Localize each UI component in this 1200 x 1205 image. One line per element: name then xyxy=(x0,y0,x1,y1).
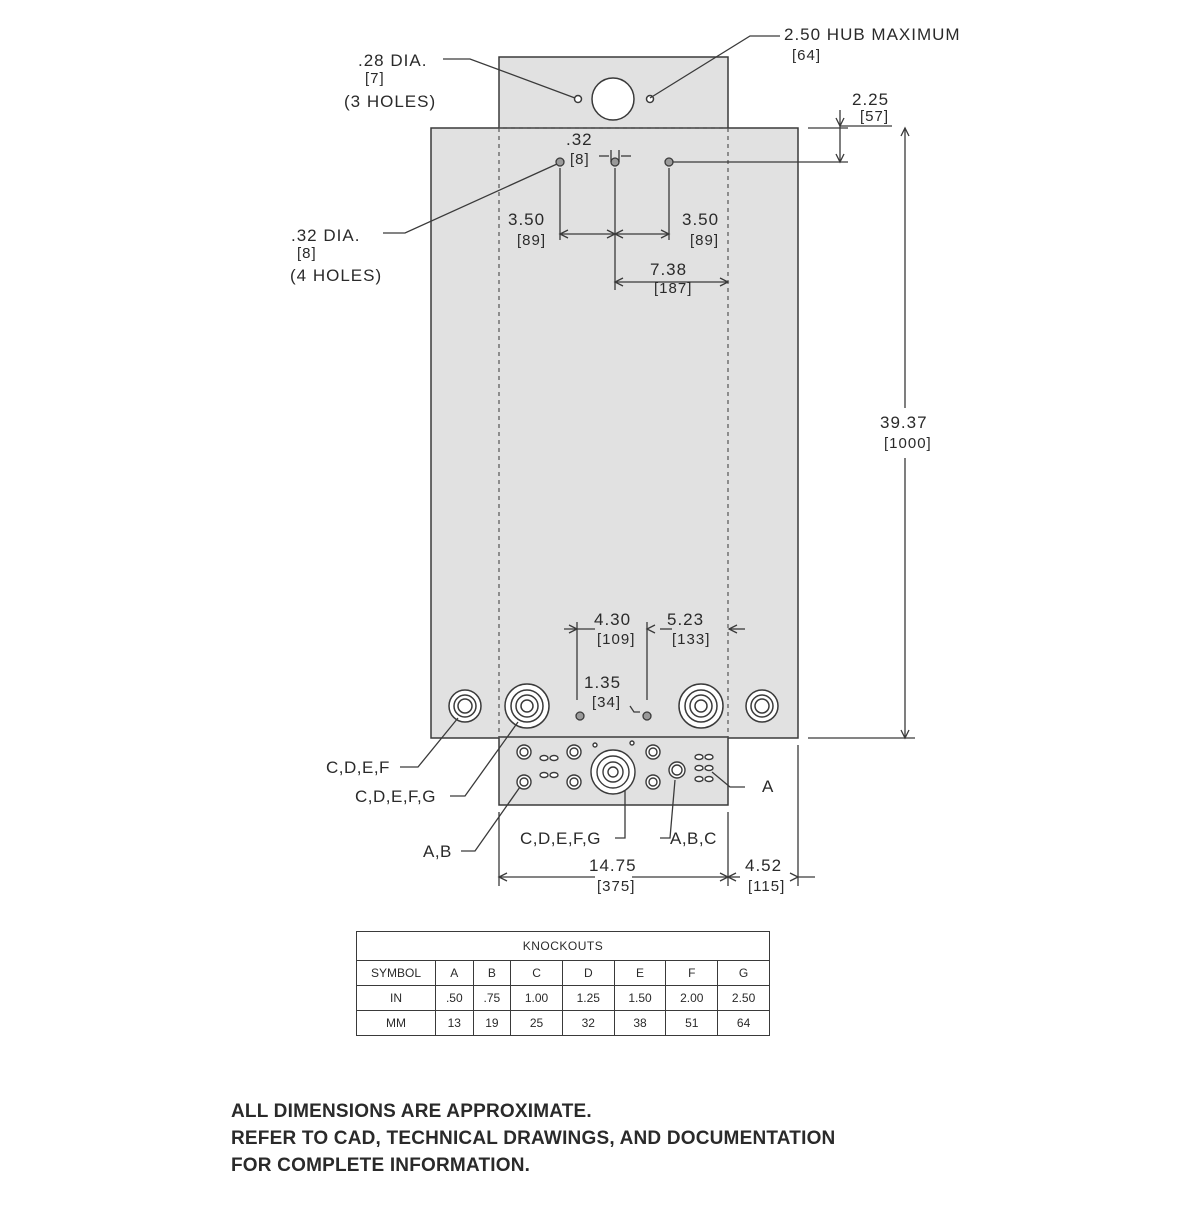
table-cell: 38 xyxy=(613,1010,667,1036)
table-cell: .50 xyxy=(435,985,474,1011)
bottom-right-label: 5.23 xyxy=(667,610,704,629)
table-header-cell: C xyxy=(510,960,563,986)
knockout-right-outer xyxy=(745,689,779,723)
endwall-knockouts xyxy=(516,740,714,795)
bottom-right-mm: [133] xyxy=(672,631,710,648)
table-title: KNOCKOUTS xyxy=(356,931,770,961)
knockouts-table: KNOCKOUTS SYMBOL A B C D E F G IN .50 .7… xyxy=(356,931,770,1036)
note-line: REFER TO CAD, TECHNICAL DRAWINGS, AND DO… xyxy=(231,1128,836,1149)
mount-hole-count-label: (3 HOLES) xyxy=(344,92,436,111)
overall-height-label: 39.37 xyxy=(880,413,928,432)
bottom-small-label: 1.35 xyxy=(584,673,621,692)
table-cell: 2.00 xyxy=(665,985,719,1011)
table-cell: MM xyxy=(356,1010,436,1036)
center-to-edge-mm: [187] xyxy=(654,280,692,297)
table-cell: 25 xyxy=(510,1010,563,1036)
table-cell: 64 xyxy=(717,1010,770,1036)
bottom-small-mm: [34] xyxy=(592,694,621,711)
bolt-holes xyxy=(555,157,674,721)
table-header-cell: F xyxy=(665,960,719,986)
bolt-hole-count-label: (4 HOLES) xyxy=(290,266,382,285)
depth-mm: [115] xyxy=(748,878,785,895)
bottom-left-label: 4.30 xyxy=(594,610,631,629)
width-label: 14.75 xyxy=(589,856,637,875)
mount-hole-left xyxy=(573,94,583,104)
right-spacing-mm: [89] xyxy=(690,232,719,249)
top-offset-mm: [57] xyxy=(860,108,889,125)
overall-height-mm: [1000] xyxy=(884,435,932,452)
hub-max-mm: [64] xyxy=(792,47,821,64)
knockout-bottom-center xyxy=(590,749,636,795)
hub-max-label: 2.50 HUB MAXIMUM xyxy=(784,25,961,44)
callout-left-inner: C,D,E,F,G xyxy=(355,787,436,806)
callout-left-outer: C,D,E,F xyxy=(326,758,390,777)
left-spacing-label: 3.50 xyxy=(508,210,545,229)
note-line: ALL DIMENSIONS ARE APPROXIMATE. xyxy=(231,1101,592,1122)
table-cell: 1.50 xyxy=(613,985,667,1011)
mount-hole-dia-label: .28 DIA. xyxy=(358,51,427,70)
table-row: IN .50 .75 1.00 1.25 1.50 2.00 2.50 xyxy=(356,985,770,1011)
table-cell: 1.25 xyxy=(561,985,615,1011)
table-header-cell: G xyxy=(717,960,770,986)
table-cell: 1.00 xyxy=(510,985,563,1011)
table-cell: .75 xyxy=(472,985,512,1011)
hub-hole xyxy=(591,77,635,121)
knockout-callouts: C,D,E,F C,D,E,F,G A,B C,D,E,F,G A,B,C A xyxy=(326,758,774,861)
callout-bottom-left: A,B xyxy=(423,842,452,861)
face-knockouts xyxy=(448,683,779,729)
depth-label: 4.52 xyxy=(745,856,782,875)
table-header-cell: SYMBOL xyxy=(356,960,436,986)
callout-bottom-right: A,B,C xyxy=(670,829,717,848)
width-mm: [375] xyxy=(597,878,635,895)
hole-spacing-small-mm: [8] xyxy=(570,151,590,168)
table-header-cell: D xyxy=(561,960,615,986)
table-header-cell: E xyxy=(613,960,667,986)
table-header-cell: A xyxy=(435,960,474,986)
table-cell: 32 xyxy=(561,1010,615,1036)
callout-right: A xyxy=(762,777,774,796)
right-spacing-label: 3.50 xyxy=(682,210,719,229)
center-to-edge-label: 7.38 xyxy=(650,260,687,279)
bolt-hole-dia-label: .32 DIA. xyxy=(291,226,360,245)
left-spacing-mm: [89] xyxy=(517,232,546,249)
table-cell: 19 xyxy=(472,1010,512,1036)
note-line: FOR COMPLETE INFORMATION. xyxy=(231,1155,531,1176)
mount-hole-dia-mm: [7] xyxy=(365,70,385,87)
bolt-hole-dia-mm: [8] xyxy=(297,245,317,262)
table-title-row: KNOCKOUTS xyxy=(356,931,770,961)
knockout-left-inner xyxy=(504,683,550,729)
knockout-right-inner xyxy=(678,683,724,729)
top-offset-label: 2.25 xyxy=(852,90,889,109)
knockout-left-outer xyxy=(448,689,482,723)
dimension-labels: .28 DIA. [7] (3 HOLES) 2.50 HUB MAXIMUM … xyxy=(290,25,961,895)
table-cell: 13 xyxy=(435,1010,474,1036)
callout-bottom-center: C,D,E,F,G xyxy=(520,829,601,848)
table-row: MM 13 19 25 32 38 51 64 xyxy=(356,1010,770,1036)
table-cell: 2.50 xyxy=(717,985,770,1011)
top-holes xyxy=(573,77,655,121)
table-header-row: SYMBOL A B C D E F G xyxy=(356,960,770,986)
hole-spacing-small-label: .32 xyxy=(566,130,593,149)
table-cell: 51 xyxy=(665,1010,719,1036)
disclaimer-notes: ALL DIMENSIONS ARE APPROXIMATE. REFER TO… xyxy=(231,1098,1131,1179)
table-cell: IN xyxy=(356,985,436,1011)
bottom-left-mm: [109] xyxy=(597,631,635,648)
hidden-outline xyxy=(498,127,729,738)
table-header-cell: B xyxy=(472,960,512,986)
dimension-lines xyxy=(383,35,915,886)
